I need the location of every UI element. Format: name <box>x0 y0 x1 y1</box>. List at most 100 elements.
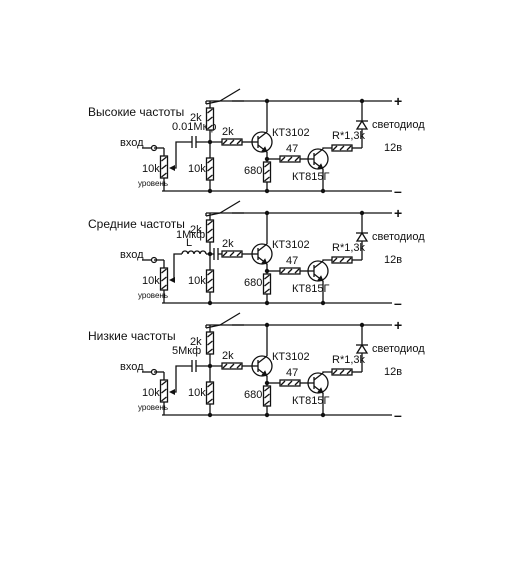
junction-dot <box>207 251 213 257</box>
resistor-hatch <box>332 369 338 375</box>
resistor-hatch <box>207 124 213 130</box>
resistor-hatch <box>264 169 270 175</box>
resistor-hatch <box>287 268 293 274</box>
bias-resistor-bottom-label: 10k <box>188 387 206 399</box>
bias-resistor-top-label: 2k <box>190 112 202 124</box>
resistor-hatch <box>346 145 352 151</box>
supply-voltage-label: 12в <box>384 254 402 266</box>
level-potentiometer <box>159 155 169 179</box>
resistor-hatch <box>161 396 167 402</box>
junction-dot <box>264 210 270 216</box>
resistor-hatch <box>222 251 228 257</box>
power-switch <box>219 200 241 214</box>
base-resistor <box>221 138 243 146</box>
transistor-2-emitter-arrow <box>317 163 324 170</box>
power-switch <box>219 88 241 102</box>
transistor-2-collector <box>313 372 324 381</box>
bias-resistor-bottom <box>205 157 215 181</box>
minus-terminal-label: – <box>394 295 402 311</box>
base-resistor-label: 2k <box>222 238 234 250</box>
capacitor-value-label: 5Мкф <box>172 345 201 357</box>
resistor-hatch <box>236 251 242 257</box>
transistor-2-label: КТ815Г <box>292 395 329 407</box>
resistor-hatch <box>264 162 270 168</box>
input-label: вход <box>120 137 144 149</box>
led-resistor <box>331 256 353 264</box>
base-resistor <box>221 362 243 370</box>
potentiometer-caption: уровень <box>138 179 168 188</box>
resistor-hatch <box>207 348 213 354</box>
resistor-hatch <box>161 172 167 178</box>
resistor-hatch <box>264 288 270 294</box>
power-switch <box>219 312 241 326</box>
transistor-1 <box>242 243 273 265</box>
transistor-1-emitter-arrow <box>261 370 268 377</box>
transistor-1-label: КТ3102 <box>272 239 310 251</box>
wire <box>205 324 221 329</box>
resistor-hatch <box>207 236 213 242</box>
bias-resistor-top <box>205 331 215 355</box>
resistor-hatch <box>236 139 242 145</box>
resistor-hatch <box>161 388 167 394</box>
resistor-hatch <box>294 380 300 386</box>
minus-terminal-label: – <box>394 183 402 199</box>
resistor-hatch <box>207 286 213 292</box>
resistor-hatch <box>207 278 213 284</box>
wiper-wire <box>175 365 192 393</box>
base-resistor-label: 2k <box>222 126 234 138</box>
transistor-2 <box>300 260 329 282</box>
coupling-resistor-label: 47 <box>286 367 298 379</box>
potentiometer-value-label: 10k <box>142 387 160 399</box>
base-resistor-label: 2k <box>222 350 234 362</box>
potentiometer-value-label: 10k <box>142 163 160 175</box>
bias-resistor-top <box>205 107 215 131</box>
transistor-1 <box>242 355 273 377</box>
led-diode <box>355 119 369 130</box>
minus-terminal-label: – <box>394 407 402 423</box>
transistor-1 <box>242 131 273 153</box>
resistor-hatch <box>207 382 213 388</box>
transistor-1-collector <box>257 243 268 252</box>
resistor-hatch <box>222 139 228 145</box>
led-resistor-label: R*1,3k <box>332 242 366 254</box>
resistor-hatch <box>222 363 228 369</box>
resistor-hatch <box>207 108 213 114</box>
transistor-1-label: КТ3102 <box>272 351 310 363</box>
resistor-hatch <box>280 156 286 162</box>
collector-wire <box>322 259 332 261</box>
junction-dot <box>207 188 213 194</box>
junction-dot <box>264 98 270 104</box>
input-label: вход <box>120 249 144 261</box>
resistor-hatch <box>229 363 235 369</box>
led-label: светодиод <box>372 343 425 355</box>
bias-resistor-top-label: 2k <box>190 224 202 236</box>
junction-dot <box>320 300 326 306</box>
resistor-hatch <box>207 220 213 226</box>
resistor-hatch <box>346 257 352 263</box>
inductor-turn <box>181 250 189 255</box>
resistor-hatch <box>229 139 235 145</box>
wiper-wire <box>175 141 192 169</box>
junction-dot <box>207 412 213 418</box>
junction-dot <box>320 188 326 194</box>
emitter-resistor-label: 680 <box>244 165 262 177</box>
resistor-hatch <box>161 380 167 386</box>
bias-resistor-bottom <box>205 269 215 293</box>
inductor-turn <box>193 250 201 255</box>
led-diode <box>355 343 369 354</box>
junction-dot <box>264 412 270 418</box>
led-resistor-label: R*1,3k <box>332 354 366 366</box>
transistor-1-emitter-arrow <box>261 146 268 153</box>
resistor-hatch <box>207 332 213 338</box>
transistor-2 <box>300 148 329 170</box>
resistor-hatch <box>207 158 213 164</box>
resistor-hatch <box>207 270 213 276</box>
led-label: светодиод <box>372 231 425 243</box>
input-label: вход <box>120 361 144 373</box>
coupling-resistor <box>279 267 301 275</box>
bias-resistor-bottom-label: 10k <box>188 275 206 287</box>
resistor-hatch <box>264 393 270 399</box>
transistor-2-label: КТ815Г <box>292 171 329 183</box>
junction-dot <box>359 98 365 104</box>
